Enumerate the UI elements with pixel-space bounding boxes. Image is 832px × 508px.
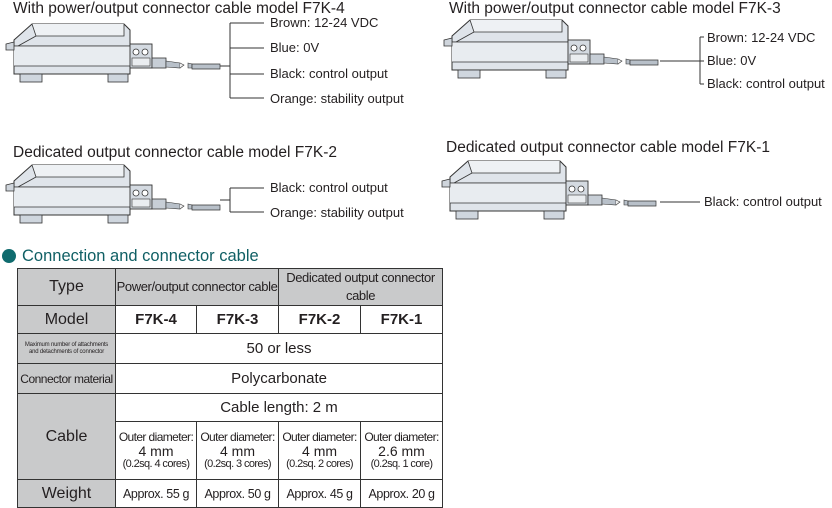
wire-label: Black: control output (704, 194, 822, 209)
cable-spec-cell: Outer diameter: 2.6 mm (0.2sq. 1 core) (360, 421, 444, 480)
core-spec: (0.2sq. 3 cores) (204, 457, 271, 470)
type-label-cell: Type (17, 268, 116, 306)
cable-spec-cell: Outer diameter: 4 mm (0.2sq. 2 cores) (278, 421, 362, 480)
weight-cell: Approx. 50 g (195, 479, 280, 508)
outer-diameter-value: 4 mm (302, 442, 338, 459)
material-value: Polycarbonate (231, 369, 327, 387)
outer-diameter-label: Outer diameter: (200, 429, 275, 444)
type-group-label: Power/output connector cable (116, 279, 278, 294)
section-heading: Connection and connector cable (2, 246, 259, 266)
table-row: Cable Cable length: 2 m (17, 393, 444, 480)
cable-length: Cable length: 2 m (220, 398, 338, 416)
material-value-cell: Polycarbonate (114, 363, 444, 394)
weight-cell: Approx. 45 g (278, 479, 362, 508)
type-group-cell: Dedicated output connector cable (278, 268, 444, 306)
wire-label: Black: control output (270, 180, 388, 195)
wire-label: Black: control output (270, 66, 388, 81)
outer-diameter-value: 4 mm (138, 442, 174, 459)
weight-label-cell: Weight (17, 479, 116, 508)
diagram-title-f7k1: Dedicated output connector cable model F… (446, 139, 770, 156)
model-cell: F7K-1 (360, 305, 444, 334)
weight-value: Approx. 20 g (368, 486, 435, 501)
model-name: F7K-4 (135, 310, 177, 328)
type-label: Type (49, 278, 84, 295)
weight-cell: Approx. 20 g (360, 479, 444, 508)
wire-label: Brown: 12-24 VDC (270, 15, 379, 30)
material-label: Connector material (20, 371, 113, 386)
weight-value: Approx. 55 g (122, 486, 190, 501)
model-name: F7K-2 (298, 310, 341, 328)
outer-diameter-label: Outer diameter: (364, 429, 439, 444)
wire-label: Black: control output (707, 76, 825, 91)
outer-diameter-label: Outer diameter: (118, 429, 194, 444)
wire-label: Orange: stability output (270, 205, 404, 220)
table-row: Maximum number of attachments and detach… (17, 333, 444, 364)
attach-label-cell: Maximum number of attachments and detach… (17, 333, 116, 364)
core-spec: (0.2sq. 4 cores) (122, 457, 190, 470)
outer-diameter-value: 4 mm (220, 442, 255, 459)
section-heading-text: Connection and connector cable (22, 246, 259, 265)
weight-cell: Approx. 55 g (115, 479, 197, 508)
model-label: Model (44, 310, 89, 328)
model-name: F7K-3 (216, 310, 259, 328)
outer-diameter-label: Outer diameter: (282, 429, 357, 444)
diagram-title-f7k2: Dedicated output connector cable model F… (13, 144, 337, 161)
wire-label: Orange: stability output (270, 91, 404, 106)
model-label-cell: Model (17, 305, 116, 334)
diagram-title-f7k4: With power/output connector cable model … (13, 0, 345, 17)
wire-label: Blue: 0V (270, 40, 320, 55)
weight-value: Approx. 45 g (286, 486, 353, 501)
model-cell: F7K-4 (115, 305, 197, 334)
weight-label: Weight (41, 484, 92, 502)
model-cell: F7K-2 (278, 305, 362, 334)
type-group-cell: Power/output connector cable (114, 268, 280, 306)
table-row: Connector material Polycarbonate (17, 363, 444, 394)
table-row: Model F7K-4 F7K-3 F7K-2 F7K-1 (17, 305, 444, 334)
table-row: Outer diameter: 4 mm (0.2sq. 4 cores) Ou… (18, 421, 444, 480)
cable-spec-cell: Outer diameter: 4 mm (0.2sq. 3 cores) (195, 421, 280, 480)
spec-table: Type Power/output connector cable Dedica… (17, 268, 444, 508)
diagram-title-f7k3: With power/output connector cable model … (449, 0, 781, 17)
cable-spec-cell: Outer diameter: 4 mm (0.2sq. 4 cores) (115, 421, 197, 480)
cable-label-cell: Cable (17, 393, 116, 480)
attach-value-cell: 50 or less (114, 333, 444, 364)
bullet-icon (2, 249, 16, 263)
wire-label: Blue: 0V (707, 53, 757, 68)
attach-label: and detachments of connector (28, 348, 105, 355)
core-spec: (0.2sq. 1 core) (370, 457, 434, 470)
outer-diameter-value: 2.6 mm (378, 442, 425, 459)
weight-value: Approx. 50 g (204, 486, 271, 501)
cable-length-cell: Cable length: 2 m (114, 393, 444, 422)
table-row: Type Power/output connector cable Dedica… (17, 268, 444, 306)
wire-label: Brown: 12-24 VDC (707, 30, 816, 45)
attach-value: 50 or less (246, 339, 312, 357)
cable-label: Cable (45, 427, 88, 445)
attach-label: Maximum number of attachments (24, 341, 109, 348)
core-spec: (0.2sq. 2 cores) (286, 457, 353, 470)
type-group-label: Dedicated output connector cable (286, 270, 435, 303)
model-cell: F7K-3 (195, 305, 280, 334)
table-row: Weight Approx. 55 g Approx. 50 g Approx.… (17, 479, 444, 508)
model-name: F7K-1 (380, 310, 423, 328)
material-label-cell: Connector material (17, 363, 116, 394)
